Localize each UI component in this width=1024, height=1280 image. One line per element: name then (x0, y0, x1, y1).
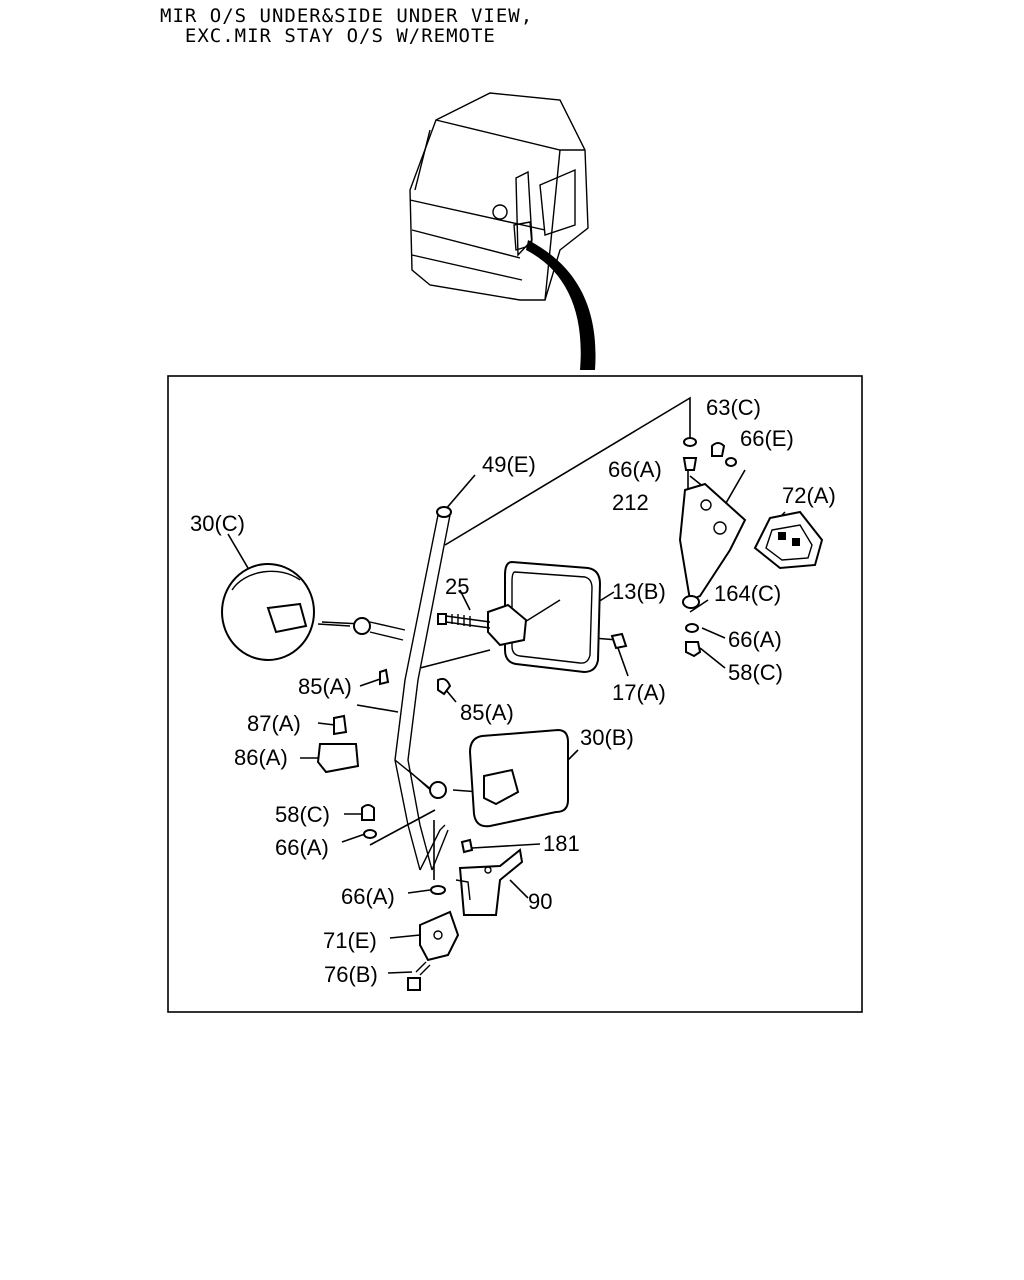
callout-85a-right: 85(A) (460, 700, 514, 725)
callout-63c: 63(C) (706, 395, 761, 420)
callout-25: 25 (445, 574, 469, 599)
callout-66a-right: 66(A) (728, 627, 782, 652)
callout-58c-right: 58(C) (728, 660, 783, 685)
callout-71e: 71(E) (323, 928, 377, 953)
callout-66e: 66(E) (740, 426, 794, 451)
callout-72a: 72(A) (782, 483, 836, 508)
callout-90: 90 (528, 889, 552, 914)
callout-17a: 17(A) (612, 680, 666, 705)
mirror-stay-49e (394, 506, 452, 871)
bracket-164c (678, 482, 747, 609)
clip-85a-left (379, 668, 390, 686)
cap-63c (711, 442, 726, 457)
nut-58c-left (361, 804, 375, 821)
mirror-13b-square (487, 560, 602, 674)
callout-30c: 30(C) (190, 511, 245, 536)
callout-86a: 86(A) (234, 745, 288, 770)
callout-66a-left: 66(A) (275, 835, 329, 860)
header-line-2: EXC.MIR STAY O/S W/REMOTE (184, 25, 496, 47)
callout-13b: 13(B) (612, 579, 666, 604)
washer-66a-top (683, 437, 697, 447)
nut-58c-right (685, 641, 702, 658)
zoom-pointer-arrow (526, 240, 596, 370)
cover-72a (753, 510, 824, 570)
detail-frame (167, 375, 863, 1013)
callout-30b: 30(B) (580, 725, 634, 750)
truck-cab-overview (409, 92, 596, 370)
header-line-1: MIR O/S UNDER&SIDE UNDER VIEW, (160, 5, 534, 27)
small-hardware (316, 437, 737, 895)
callout-58c-left: 58(C) (275, 802, 330, 827)
washer-66e (725, 457, 737, 467)
washer-212 (682, 457, 698, 471)
bolt-76b (407, 961, 431, 991)
mirror-30c-round (221, 563, 406, 661)
bracket-90 (455, 848, 524, 916)
callout-212: 212 (612, 490, 649, 515)
cap-87a (333, 714, 348, 736)
bolt-25 (437, 613, 491, 629)
washer-66a-bottom (430, 885, 446, 895)
callout-66a-top: 66(A) (608, 457, 662, 482)
callout-181: 181 (543, 831, 580, 856)
callout-87a: 87(A) (247, 711, 301, 736)
washer-66a-right (685, 623, 699, 633)
part-181 (460, 838, 474, 854)
callout-164c: 164(C) (714, 581, 781, 606)
callout-49e: 49(E) (482, 452, 536, 477)
cover-86a (316, 743, 360, 774)
nut-17a (610, 632, 628, 650)
callout-85a-left: 85(A) (298, 674, 352, 699)
bracket-71e (419, 910, 460, 962)
clip-85a-right (437, 677, 452, 696)
callout-labels: 63(C) 66(E) 66(A) 212 72(A) 49(E) 30(C) … (190, 395, 836, 987)
mirror-30b-square (468, 728, 569, 828)
callout-66a-bottom: 66(A) (341, 884, 395, 909)
washer-66a-left (363, 829, 377, 839)
diagram-header: MIR O/S UNDER&SIDE UNDER VIEW, EXC.MIR S… (160, 6, 533, 46)
callout-76b: 76(B) (324, 962, 378, 987)
